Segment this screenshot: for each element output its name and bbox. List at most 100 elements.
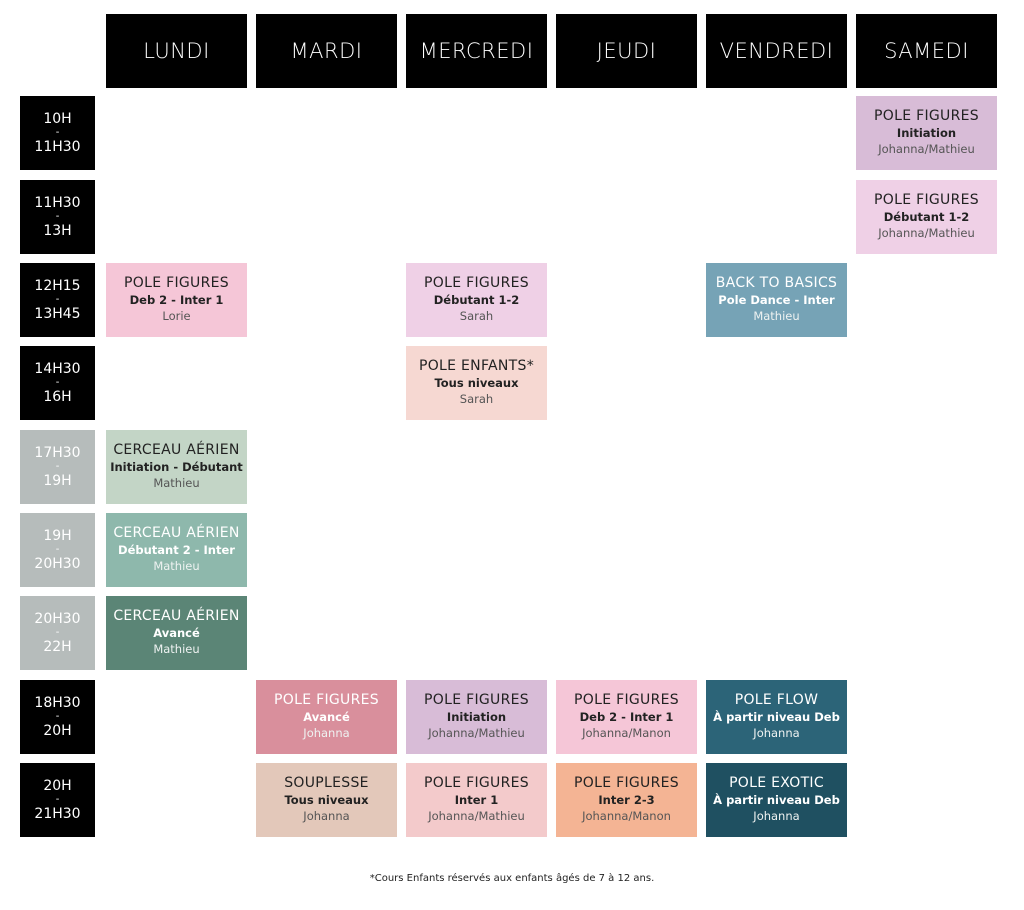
class-title: POLE FIGURES <box>124 275 229 291</box>
time-start: 17H30 <box>34 445 81 461</box>
time-start: 11H30 <box>34 195 81 211</box>
day-header-vendredi: VENDREDI <box>706 14 847 88</box>
class-level: Initiation - Débutant <box>110 460 243 474</box>
day-header-samedi: SAMEDI <box>856 14 997 88</box>
class-instructor: Sarah <box>459 392 494 406</box>
class-level: Avancé <box>303 710 350 724</box>
time-start: 18H30 <box>34 695 81 711</box>
class-level: Tous niveaux <box>434 376 519 390</box>
class-level: À partir niveau Deb <box>713 710 840 724</box>
class-level: À partir niveau Deb <box>713 793 840 807</box>
class-instructor: Lorie <box>162 309 191 323</box>
class-level: Initiation <box>896 126 957 140</box>
class-instructor: Johanna/Mathieu <box>878 142 975 156</box>
class-level: Avancé <box>153 626 200 640</box>
class-title: POLE FIGURES <box>424 275 529 291</box>
class-instructor: Johanna <box>753 809 800 823</box>
time-start: 20H <box>43 778 72 794</box>
class-level: Débutant 1-2 <box>433 293 520 307</box>
class-level: Pole Dance - Inter <box>718 293 835 307</box>
time-end: 21H30 <box>34 806 81 822</box>
time-slot: 12H15-13H45 <box>20 263 95 337</box>
class-title: POLE FIGURES <box>424 775 529 791</box>
class-title: CERCEAU AÉRIEN <box>113 442 240 458</box>
time-sep: - <box>55 294 60 305</box>
class-instructor: Sarah <box>459 309 494 323</box>
class-title: POLE FIGURES <box>424 692 529 708</box>
time-sep: - <box>55 711 60 722</box>
class-instructor: Johanna <box>303 809 350 823</box>
class-title: BACK TO BASICS <box>715 275 838 291</box>
class-title: SOUPLESSE <box>284 775 369 791</box>
class-instructor: Mathieu <box>153 476 200 490</box>
time-end: 13H45 <box>34 306 81 322</box>
time-end: 20H30 <box>34 556 81 572</box>
time-sep: - <box>55 794 60 805</box>
class-instructor: Mathieu <box>753 309 800 323</box>
class-title: POLE FIGURES <box>874 108 979 124</box>
class-title: POLE FIGURES <box>574 775 679 791</box>
class-instructor: Johanna <box>753 726 800 740</box>
class-title: CERCEAU AÉRIEN <box>113 608 240 624</box>
class-title: POLE EXOTIC <box>729 775 824 791</box>
day-header-lundi: LUNDI <box>106 14 247 88</box>
footnote: *Cours Enfants réservés aux enfants âgés… <box>369 873 655 884</box>
class-instructor: Johanna/Manon <box>582 809 671 823</box>
time-slot: 14H30-16H <box>20 346 95 420</box>
class-level: Débutant 2 - Inter <box>118 543 235 557</box>
class-level: Inter 1 <box>454 793 499 807</box>
class-instructor: Mathieu <box>153 642 200 656</box>
time-end: 13H <box>43 223 72 239</box>
time-start: 19H <box>43 528 72 544</box>
time-end: 20H <box>43 723 72 739</box>
time-start: 12H15 <box>34 278 81 294</box>
time-slot: 20H30-22H <box>20 596 95 670</box>
time-sep: - <box>55 461 60 472</box>
time-slot: 10H-11H30 <box>20 96 95 170</box>
time-end: 11H30 <box>34 139 81 155</box>
class-level: Deb 2 - Inter 1 <box>579 710 674 724</box>
class-level: Tous niveaux <box>284 793 369 807</box>
time-slot: 11H30-13H <box>20 180 95 254</box>
class-title: POLE FIGURES <box>274 692 379 708</box>
time-slot: 20H-21H30 <box>20 763 95 837</box>
time-sep: - <box>55 377 60 388</box>
class-title: POLE FIGURES <box>574 692 679 708</box>
time-slot: 18H30-20H <box>20 680 95 754</box>
class-title: CERCEAU AÉRIEN <box>113 525 240 541</box>
time-sep: - <box>55 544 60 555</box>
class-title: POLE ENFANTS* <box>418 358 535 374</box>
time-start: 14H30 <box>34 361 81 377</box>
class-instructor: Johanna/Manon <box>582 726 671 740</box>
day-header-jeudi: JEUDI <box>556 14 697 88</box>
time-start: 10H <box>43 111 72 127</box>
class-card: POLE FIGURES Deb 2 - Inter 1 Johanna/Manon <box>556 680 697 754</box>
time-sep: - <box>55 127 60 138</box>
time-end: 19H <box>43 473 72 489</box>
time-start: 20H30 <box>34 611 81 627</box>
class-level: Initiation <box>446 710 507 724</box>
class-instructor: Johanna <box>303 726 350 740</box>
class-level: Débutant 1-2 <box>883 210 970 224</box>
time-slot: 19H-20H30 <box>20 513 95 587</box>
class-level: Inter 2-3 <box>598 793 655 807</box>
class-instructor: Johanna/Mathieu <box>878 226 975 240</box>
time-end: 22H <box>43 639 72 655</box>
time-end: 16H <box>43 389 72 405</box>
